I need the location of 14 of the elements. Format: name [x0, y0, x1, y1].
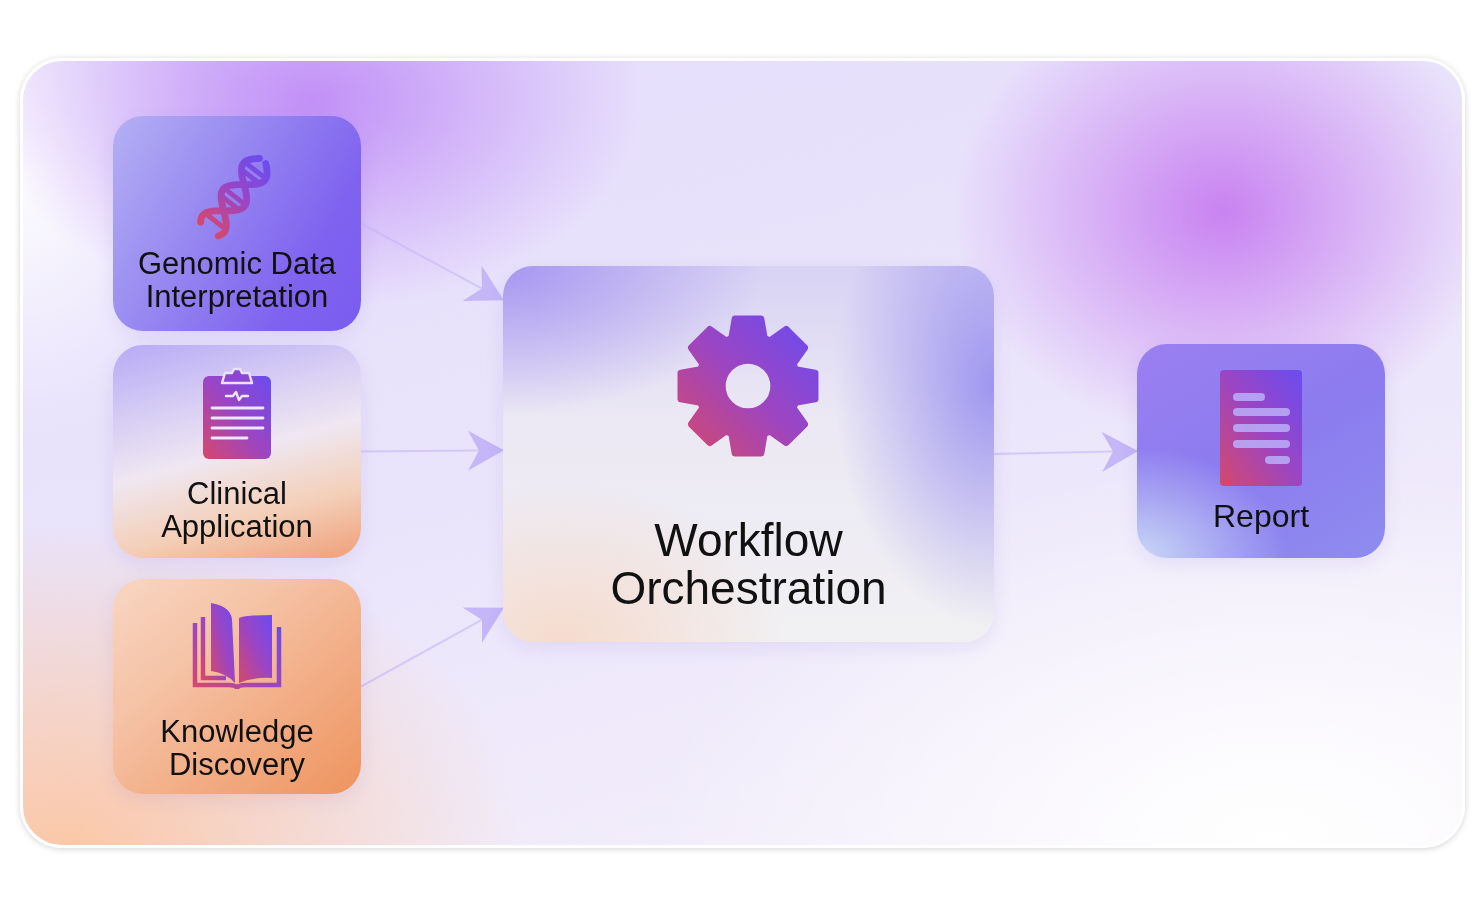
arrow — [360, 430, 504, 471]
card-title: Workflow Orchestration — [609, 516, 888, 612]
card-title: Clinical Application — [160, 477, 314, 543]
module-card — [113, 579, 361, 794]
card-title: Genomic Data Interpretation — [136, 247, 338, 313]
card-title: Knowledge Discovery — [159, 715, 315, 781]
module-card — [1137, 344, 1385, 558]
arrow — [360, 222, 504, 301]
module-card — [503, 266, 994, 642]
arrow — [993, 431, 1138, 472]
arrow — [360, 607, 504, 688]
card-title: Report — [1212, 499, 1309, 533]
module-card — [113, 345, 361, 558]
module-card — [113, 116, 361, 331]
